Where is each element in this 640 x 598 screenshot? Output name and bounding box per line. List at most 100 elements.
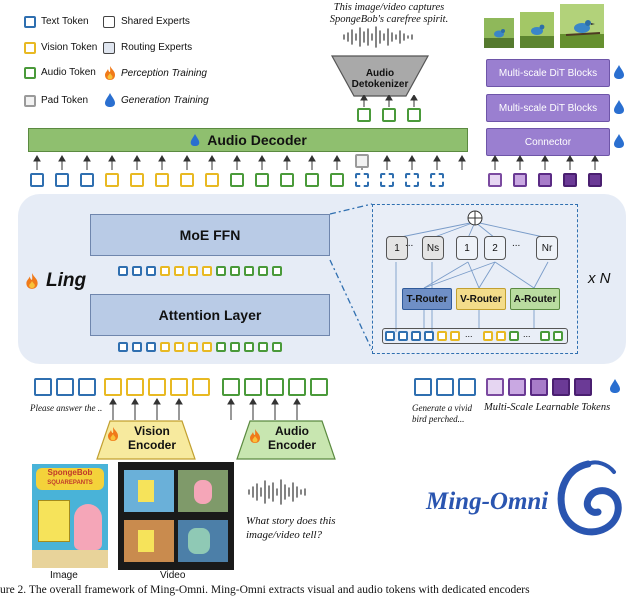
shared-expert-ns: Ns (422, 236, 444, 260)
legend-text-token: Text Token (41, 16, 89, 27)
strip-vision-token (437, 331, 447, 341)
legend-shared-experts: Shared Experts (121, 16, 190, 27)
in-learnable-token (552, 378, 570, 396)
out-vision-token (155, 173, 169, 187)
out-text-token-dashed (380, 173, 394, 187)
audio-decoder-label: Audio Decoder (207, 132, 307, 148)
audio-detokenizer: Audio Detokenizer (330, 68, 430, 90)
dit-block-middle: Multi-scale DiT Blocks (486, 94, 610, 122)
out-audio-token (330, 173, 344, 187)
connector-block: Connector (486, 128, 610, 156)
audio-detokenizer-shape (330, 55, 430, 97)
water-drop-icon (610, 379, 620, 393)
out-audio-token (230, 173, 244, 187)
spongebob-logo-line-2: SQUAREPANTS (47, 480, 93, 486)
in-vision-token (170, 378, 188, 396)
legend-pad-token: Pad Token (41, 95, 89, 106)
audio-encoder: Audio Encoder (262, 424, 322, 452)
legend-perception-training: Perception Training (121, 68, 207, 79)
audio-detokenizer-line-2: Detokenizer (351, 79, 409, 90)
detok-audio-token (407, 108, 421, 122)
out-learnable-token (513, 173, 527, 187)
out-text-token-dashed (405, 173, 419, 187)
in-vision-token (126, 378, 144, 396)
mid-audio-token (272, 266, 282, 276)
out-text-token-dashed (355, 173, 369, 187)
out-vision-token (180, 173, 194, 187)
zoom-connector (329, 203, 373, 351)
out-vision-token (205, 173, 219, 187)
question-line-2: image/video tell? (246, 529, 323, 541)
mid-audio-token (216, 266, 226, 276)
spongebob-logo-line-1: SpongeBob (47, 468, 93, 477)
legend-generation-training: Generation Training (121, 95, 209, 106)
spongebob-figure (38, 500, 70, 542)
audio-encoder-line-1: Audio (275, 424, 309, 438)
detok-arrows (360, 95, 418, 107)
decoder-token-arrows (33, 155, 599, 170)
audio-caption-line-1: This image/video captures (333, 2, 445, 13)
learnable-tokens-label: Multi-Scale Learnable Tokens (484, 402, 611, 413)
input-waveform-icon (248, 479, 306, 505)
output-waveform-icon (343, 26, 413, 48)
in-audio-token (310, 378, 328, 396)
out-text-token (80, 173, 94, 187)
attention-layer-block: Attention Layer (90, 294, 330, 336)
in-vision-token (104, 378, 122, 396)
figure-caption: ure 2. The overall framework of Ming-Omn… (0, 584, 640, 596)
legend-shared-experts-swatch (103, 16, 115, 28)
water-drop-icon (190, 134, 200, 146)
routing-expert-2: 2 (484, 236, 506, 260)
mid-audio-token (230, 266, 240, 276)
in-text-token (34, 378, 52, 396)
out-vision-token (130, 173, 144, 187)
video-frames (118, 462, 234, 570)
expert-ellipsis: ... (512, 238, 521, 249)
strip-text-token (398, 331, 408, 341)
generation-prompt: Generate a vivid bird perched... (412, 403, 472, 425)
mid-text-token (132, 266, 142, 276)
mid-vision-token (160, 266, 170, 276)
out-audio-token (305, 173, 319, 187)
mid-text-token (146, 342, 156, 352)
in-gen-text-token (436, 378, 454, 396)
in-vision-token (148, 378, 166, 396)
out-audio-token (280, 173, 294, 187)
vision-encoder-shape (96, 420, 196, 460)
in-vision-token (192, 378, 210, 396)
dit-block-top: Multi-scale DiT Blocks (486, 59, 610, 87)
strip-audio-token (553, 331, 563, 341)
v-router: V-Router (456, 288, 506, 310)
water-drop-icon (614, 134, 624, 148)
out-learnable-token (538, 173, 552, 187)
mid-vision-token (174, 342, 184, 352)
patrick-figure (74, 504, 102, 550)
fire-icon (26, 273, 38, 289)
audio-caption-line-2: SpongeBob's carefree spirit. (329, 14, 449, 25)
mid-text-token (118, 266, 128, 276)
mid-text-token (132, 342, 142, 352)
spongebob-logo: SpongeBob SQUAREPANTS (36, 468, 104, 490)
legend-audio-token: Audio Token (41, 67, 96, 78)
strip-vision-token (450, 331, 460, 341)
strip-audio-token (540, 331, 550, 341)
generated-bird-image-small (484, 18, 514, 48)
out-learnable-token (488, 173, 502, 187)
in-learnable-token (530, 378, 548, 396)
mid-vision-token (202, 342, 212, 352)
in-learnable-token (486, 378, 504, 396)
legend-text-token-swatch (24, 16, 36, 28)
in-audio-token (222, 378, 240, 396)
in-learnable-token (574, 378, 592, 396)
in-text-token (78, 378, 96, 396)
prompt-text: Please answer the .. (30, 403, 103, 413)
mid-audio-token (216, 342, 226, 352)
routing-expert-1: 1 (456, 236, 478, 260)
generated-bird-image-large (560, 4, 604, 48)
fire-icon (108, 427, 118, 441)
out-audio-token (255, 173, 269, 187)
vision-encoder-line-2: Encoder (127, 438, 176, 452)
sand-ground (32, 550, 108, 568)
squidward-figure (188, 528, 210, 554)
mid-audio-token (258, 342, 268, 352)
